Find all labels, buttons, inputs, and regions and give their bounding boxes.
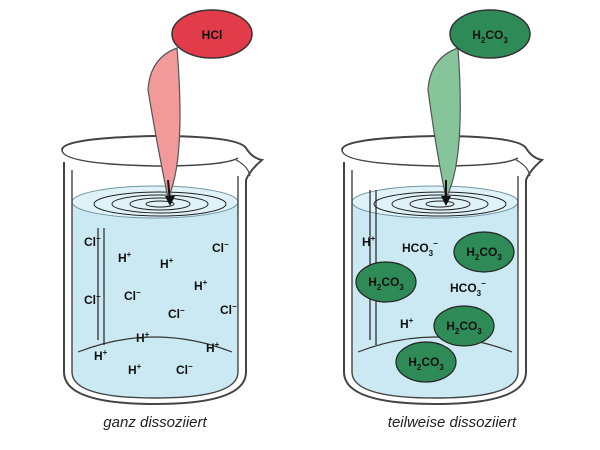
- glass-inner-right: [351, 170, 519, 399]
- bottom-line-right: [357, 336, 513, 353]
- ion-cl: Cl−: [220, 302, 237, 317]
- ion-h: H+: [206, 340, 220, 355]
- svg-text:H2CO3: H2CO3: [466, 245, 502, 262]
- ion-h: H+: [160, 256, 174, 271]
- ion-cl: Cl−: [84, 292, 101, 307]
- ion-cl: Cl−: [176, 362, 193, 377]
- h2co3-bubble: [449, 9, 531, 59]
- drop-arrowhead-right: [441, 196, 451, 206]
- h2co3-molecule: H2CO3: [433, 305, 495, 347]
- ion-hco3: HCO3−: [450, 279, 486, 298]
- ion-cl: Cl−: [212, 240, 229, 255]
- h2co3-molecule: H2CO3: [453, 231, 515, 273]
- hcl-label: HCl: [202, 28, 223, 42]
- ions-right: H+ HCO3− HCO3− H+: [362, 234, 486, 331]
- bottom-line-left: [77, 336, 233, 353]
- spout-right: [515, 159, 531, 177]
- glass-rim-left: [61, 149, 239, 167]
- ion-h: H+: [362, 234, 376, 249]
- water-left: [72, 193, 238, 398]
- glass-rim-right: [341, 149, 519, 167]
- ion-h: H+: [118, 250, 132, 265]
- caption-left: ganz dissoziiert: [103, 414, 207, 431]
- ion-hco3: HCO3−: [402, 239, 438, 258]
- spout-left: [235, 159, 251, 177]
- ion-h: H+: [94, 348, 108, 363]
- ion-h: H+: [400, 316, 414, 331]
- ripples-left: [93, 191, 227, 217]
- drop-cone-right: [427, 47, 461, 200]
- h2co3-label: H2CO3: [472, 28, 508, 45]
- ion-h: H+: [128, 362, 142, 377]
- ion-h: H+: [136, 330, 150, 345]
- beaker-left: [61, 134, 265, 406]
- ion-cl: Cl−: [124, 288, 141, 303]
- glass-inner-left: [71, 170, 239, 399]
- caption-right: teilweise dissoziiert: [387, 414, 517, 431]
- svg-text:H2CO3: H2CO3: [368, 275, 404, 292]
- svg-text:H2CO3: H2CO3: [408, 355, 444, 372]
- ion-cl: Cl−: [84, 234, 101, 249]
- glass-left: [61, 134, 265, 406]
- h2co3-molecule: H2CO3: [355, 261, 417, 303]
- drop-cone-left: [147, 47, 181, 200]
- hcl-bubble: [171, 9, 253, 59]
- ions-left: Cl− H+ H+ Cl− Cl− Cl− H+ Cl− Cl− H+ H+ H…: [84, 234, 237, 377]
- ion-cl: Cl−: [168, 306, 185, 321]
- molecules-right: H2CO3 H2CO3 H2CO3 H2CO3: [355, 231, 515, 383]
- ripples-right: [373, 191, 507, 217]
- dropper-right: H2CO3: [427, 9, 531, 206]
- drop-arrowhead-left: [165, 196, 175, 206]
- h2co3-molecule: H2CO3: [395, 341, 457, 383]
- dropper-left: HCl: [147, 9, 253, 206]
- ion-h: H+: [194, 278, 208, 293]
- svg-text:H2CO3: H2CO3: [446, 319, 482, 336]
